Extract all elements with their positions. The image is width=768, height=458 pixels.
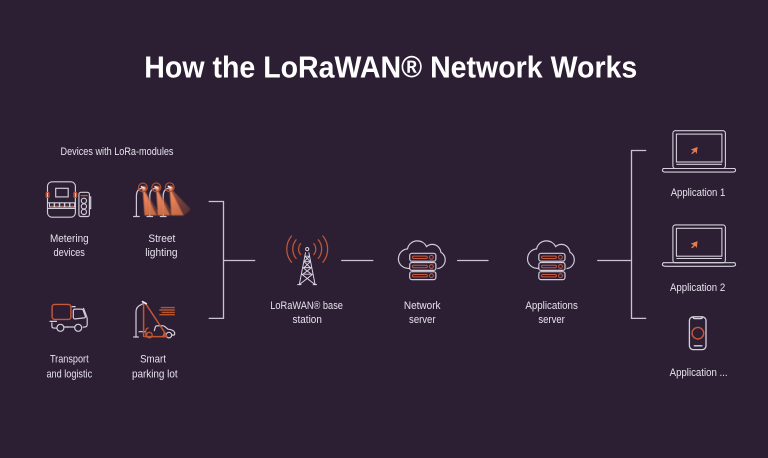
svg-text:and logistic: and logistic	[46, 368, 92, 380]
svg-text:Application ...: Application ...	[670, 367, 728, 379]
svg-text:server: server	[409, 314, 436, 326]
svg-text:devices: devices	[54, 247, 86, 259]
svg-text:How the LoRaWAN® Network Works: How the LoRaWAN® Network Works	[144, 50, 637, 85]
svg-text:Application 2: Application 2	[670, 282, 725, 294]
svg-text:Transport: Transport	[50, 354, 89, 366]
svg-text:Metering: Metering	[50, 233, 89, 245]
svg-text:Street: Street	[148, 233, 176, 245]
svg-text:LoRaWAN® base: LoRaWAN® base	[270, 300, 343, 312]
svg-text:lighting: lighting	[145, 247, 177, 259]
svg-text:Smart: Smart	[140, 354, 166, 366]
svg-text:Network: Network	[404, 300, 441, 312]
svg-text:parking lot: parking lot	[132, 368, 178, 380]
svg-text:Applications: Applications	[525, 300, 578, 312]
svg-text:Devices with LoRa-modules: Devices with LoRa-modules	[61, 146, 174, 158]
svg-text:Application 1: Application 1	[671, 187, 726, 199]
svg-text:station: station	[293, 314, 322, 326]
svg-text:server: server	[538, 314, 565, 326]
